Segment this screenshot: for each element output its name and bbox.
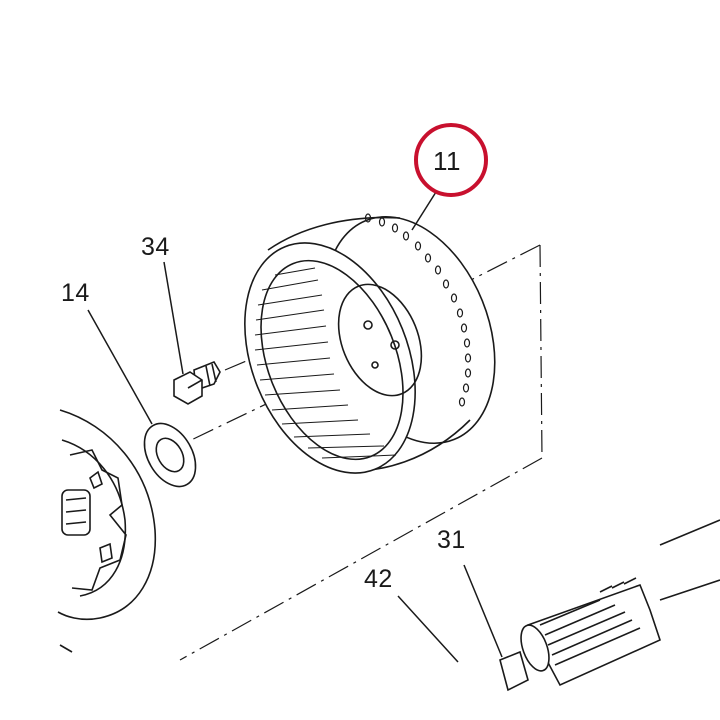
washer-drawing <box>143 422 197 488</box>
bolt-drawing <box>173 361 221 405</box>
highlight-circle <box>414 123 488 197</box>
callout-label-34: 34 <box>141 233 170 261</box>
callout-label-31: 31 <box>437 526 466 554</box>
clutch-basket-drawing <box>244 213 496 474</box>
clutch-hub-drawing <box>57 409 157 653</box>
callout-label-42: 42 <box>364 565 393 593</box>
leader-lines <box>87 191 503 663</box>
splined-shaft-drawing <box>499 519 720 692</box>
callout-label-14: 14 <box>61 279 90 307</box>
basket-inner-teeth <box>254 267 397 459</box>
callout-label-11: 11 <box>433 146 461 176</box>
basket-slots <box>364 213 472 407</box>
